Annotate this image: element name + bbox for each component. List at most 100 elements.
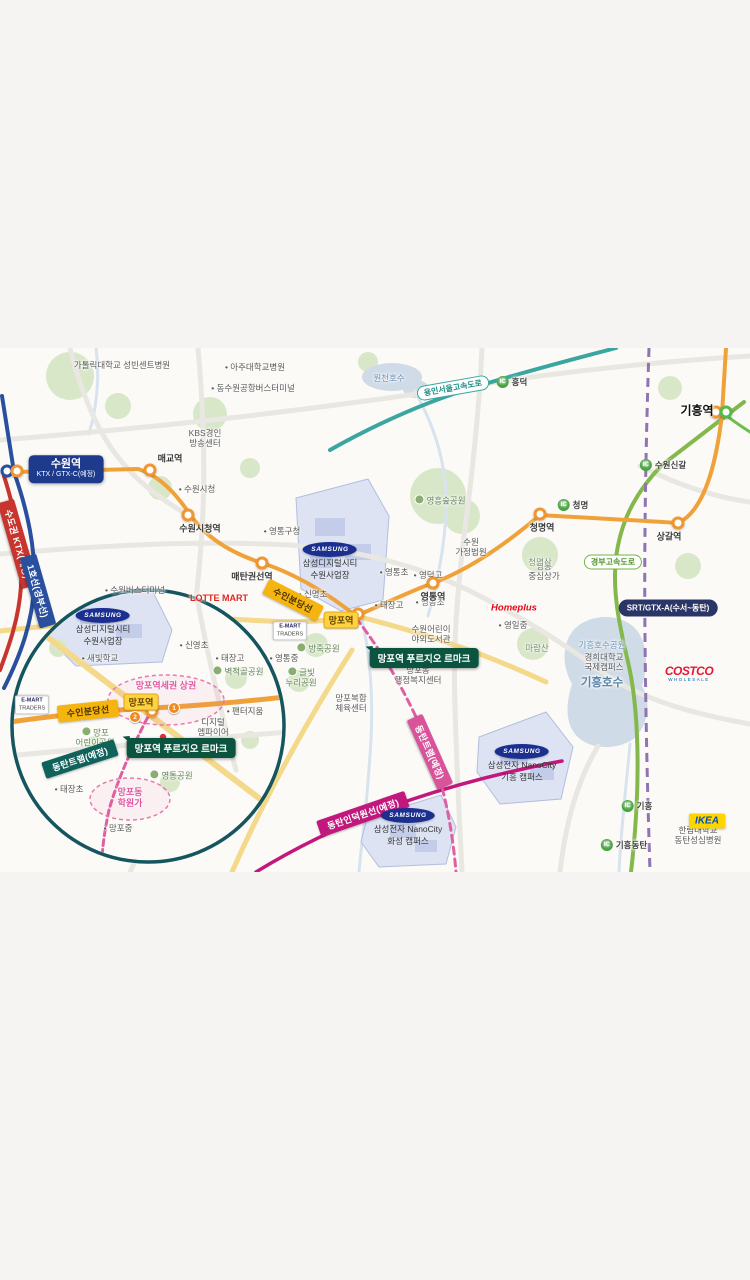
place-dongsuwon-airport-bus-terminal: 동수원공항버스터미널 — [211, 383, 295, 393]
interchange-icon: IC — [557, 499, 570, 511]
label-line: 영흥숲공원 — [414, 494, 466, 506]
interchange-icon: IC — [639, 459, 652, 471]
water-giheung-lake-park: 기흥호수공원 — [579, 639, 626, 651]
interchange-icon: IC — [621, 800, 634, 812]
samsung-logo: SAMSUNG — [76, 608, 130, 623]
interchange-icon: IC — [496, 376, 509, 388]
station-exit-1: 1 — [168, 702, 180, 714]
label-line: 태장고 — [216, 653, 244, 663]
label-line: KTX / GTX-C(예정) — [36, 471, 96, 479]
place-yeongdeok-high: 영덕고 — [414, 570, 442, 580]
label-line: 망포중 — [104, 823, 132, 833]
label-line: 아주대학교병원 — [225, 362, 285, 372]
label-line: 영동초 — [416, 597, 444, 607]
place-yeongtong-gu-office: 영통구청 — [264, 526, 300, 536]
station-exit-2: 2 — [129, 711, 141, 723]
tree-park-icon — [414, 494, 425, 505]
interchange-name: 흥덕 — [511, 377, 528, 387]
label-line: 영통초 — [380, 567, 408, 577]
park-byeokjeokgol-park: 벽적골공원 — [212, 665, 264, 677]
station-marker-yeongtong-stn — [426, 576, 440, 590]
station-marker-cheongmyeong-stn — [533, 507, 547, 521]
station-label-maetan-gwonseon: 매탄권선역 — [231, 571, 273, 582]
place-maram-mountain: 마람산 — [525, 643, 548, 653]
label-line: 삼성디지털시티 — [302, 558, 358, 568]
station-label-giheung-stn: 기흥역 — [680, 403, 714, 418]
park-yeongheung-forest-park: 영흥숲공원 — [414, 494, 466, 506]
label-line: 수원사업장 — [83, 635, 123, 646]
label-line: 수원버스터미널 — [105, 585, 165, 595]
transfer-ring — [719, 405, 733, 419]
label-line: 망포역세권 상권 — [135, 680, 197, 691]
location-map: 가톨릭대학교 성빈센트병원아주대학교병원동수원공항버스터미널KBS경인방송센터수… — [0, 348, 750, 872]
label-line: 태장고 — [375, 600, 403, 610]
label-line: 신명초 — [299, 589, 327, 599]
brand-ikea-logo: IKEA — [689, 813, 725, 829]
label-line: 누리공원 — [285, 677, 317, 688]
station-label-sanggal-stn: 상갈역 — [656, 531, 682, 542]
station-marker-sanggal-stn — [671, 516, 685, 530]
dongtan-tram-ribbon-main: 동탄트램(예정) — [406, 713, 454, 791]
label-line: 영일중 — [499, 620, 527, 630]
label-line: 삼성전자 NanoCity — [487, 760, 557, 770]
inset-circle — [10, 588, 286, 864]
label-line: 벽적골공원 — [212, 665, 264, 677]
zone-mangpo-station-commercial: 망포역세권 상권 — [136, 681, 196, 692]
station-marker-maetan-gwonseon — [255, 556, 269, 570]
station-marker-suwon-cityhall-stn — [181, 508, 195, 522]
label-line: 삼성전자 NanoCity — [373, 824, 443, 834]
label-line: E-MART — [279, 623, 301, 630]
label-line: 기흥 캠퍼스 — [501, 771, 543, 782]
label-line: KBS경인 — [188, 427, 222, 438]
label-line: 망포역 푸르지오 르마크 — [377, 654, 471, 665]
label-line: 영덕고 — [414, 570, 442, 580]
labels-layer: 가톨릭대학교 성빈센트병원아주대학교병원동수원공항버스터미널KBS경인방송센터수… — [0, 348, 750, 872]
interchange-icon: IC — [600, 839, 613, 851]
tree-park-icon — [287, 666, 298, 677]
place-yeongtong-middle: 영통중 — [270, 653, 298, 663]
park-name: 글빛 — [299, 667, 315, 678]
label-line: 행정복지센터 — [394, 675, 442, 685]
place-yeongdong-elementary: 영동초 — [416, 597, 444, 607]
station-label-suwon-cityhall-stn: 수원시청역 — [179, 523, 221, 534]
interchange-name: 청명 — [572, 500, 589, 510]
station-marker-maegyo — [143, 463, 157, 477]
tree-park-icon — [149, 769, 160, 780]
place-sinyeong-elementary: 신영초 — [180, 640, 208, 650]
water-woncheon-lake: 원천호수 — [373, 372, 404, 384]
label-line: 한림대학교 — [678, 824, 718, 835]
samsung-logo: SAMSUNG — [494, 744, 549, 759]
place-cheongmyeong-mountain: 청명산 — [528, 557, 551, 567]
label-line: 망포동 — [117, 787, 143, 798]
costco-wordmark: COSTCO — [664, 663, 714, 678]
label-line: 태장초 — [55, 784, 83, 794]
interchange-name: 기흥 — [636, 801, 653, 811]
place-suwon-bus-terminal: 수원버스터미널 — [105, 585, 165, 595]
yongin-seoul-expwy-badge: 용인서울고속도로 — [415, 374, 491, 402]
place-saebit-school: 새빛학교 — [82, 653, 118, 663]
tree-park-icon — [296, 642, 307, 653]
station-label-mangpo-stn-inset: 망포역 — [123, 693, 159, 711]
interchange-name: 수원신갈 — [654, 460, 687, 470]
park-name: 영흥숲공원 — [426, 495, 466, 506]
label-line: 디지털 — [201, 716, 225, 727]
label-line: 동탄성심병원 — [674, 835, 722, 845]
park-name: 벽적골공원 — [224, 666, 264, 677]
label-line: 영통공원 — [149, 769, 193, 780]
station-marker-giheung-stn — [709, 405, 733, 419]
label-line: 새빛학교 — [82, 653, 118, 663]
label-line: 기흥호수 — [580, 677, 624, 689]
